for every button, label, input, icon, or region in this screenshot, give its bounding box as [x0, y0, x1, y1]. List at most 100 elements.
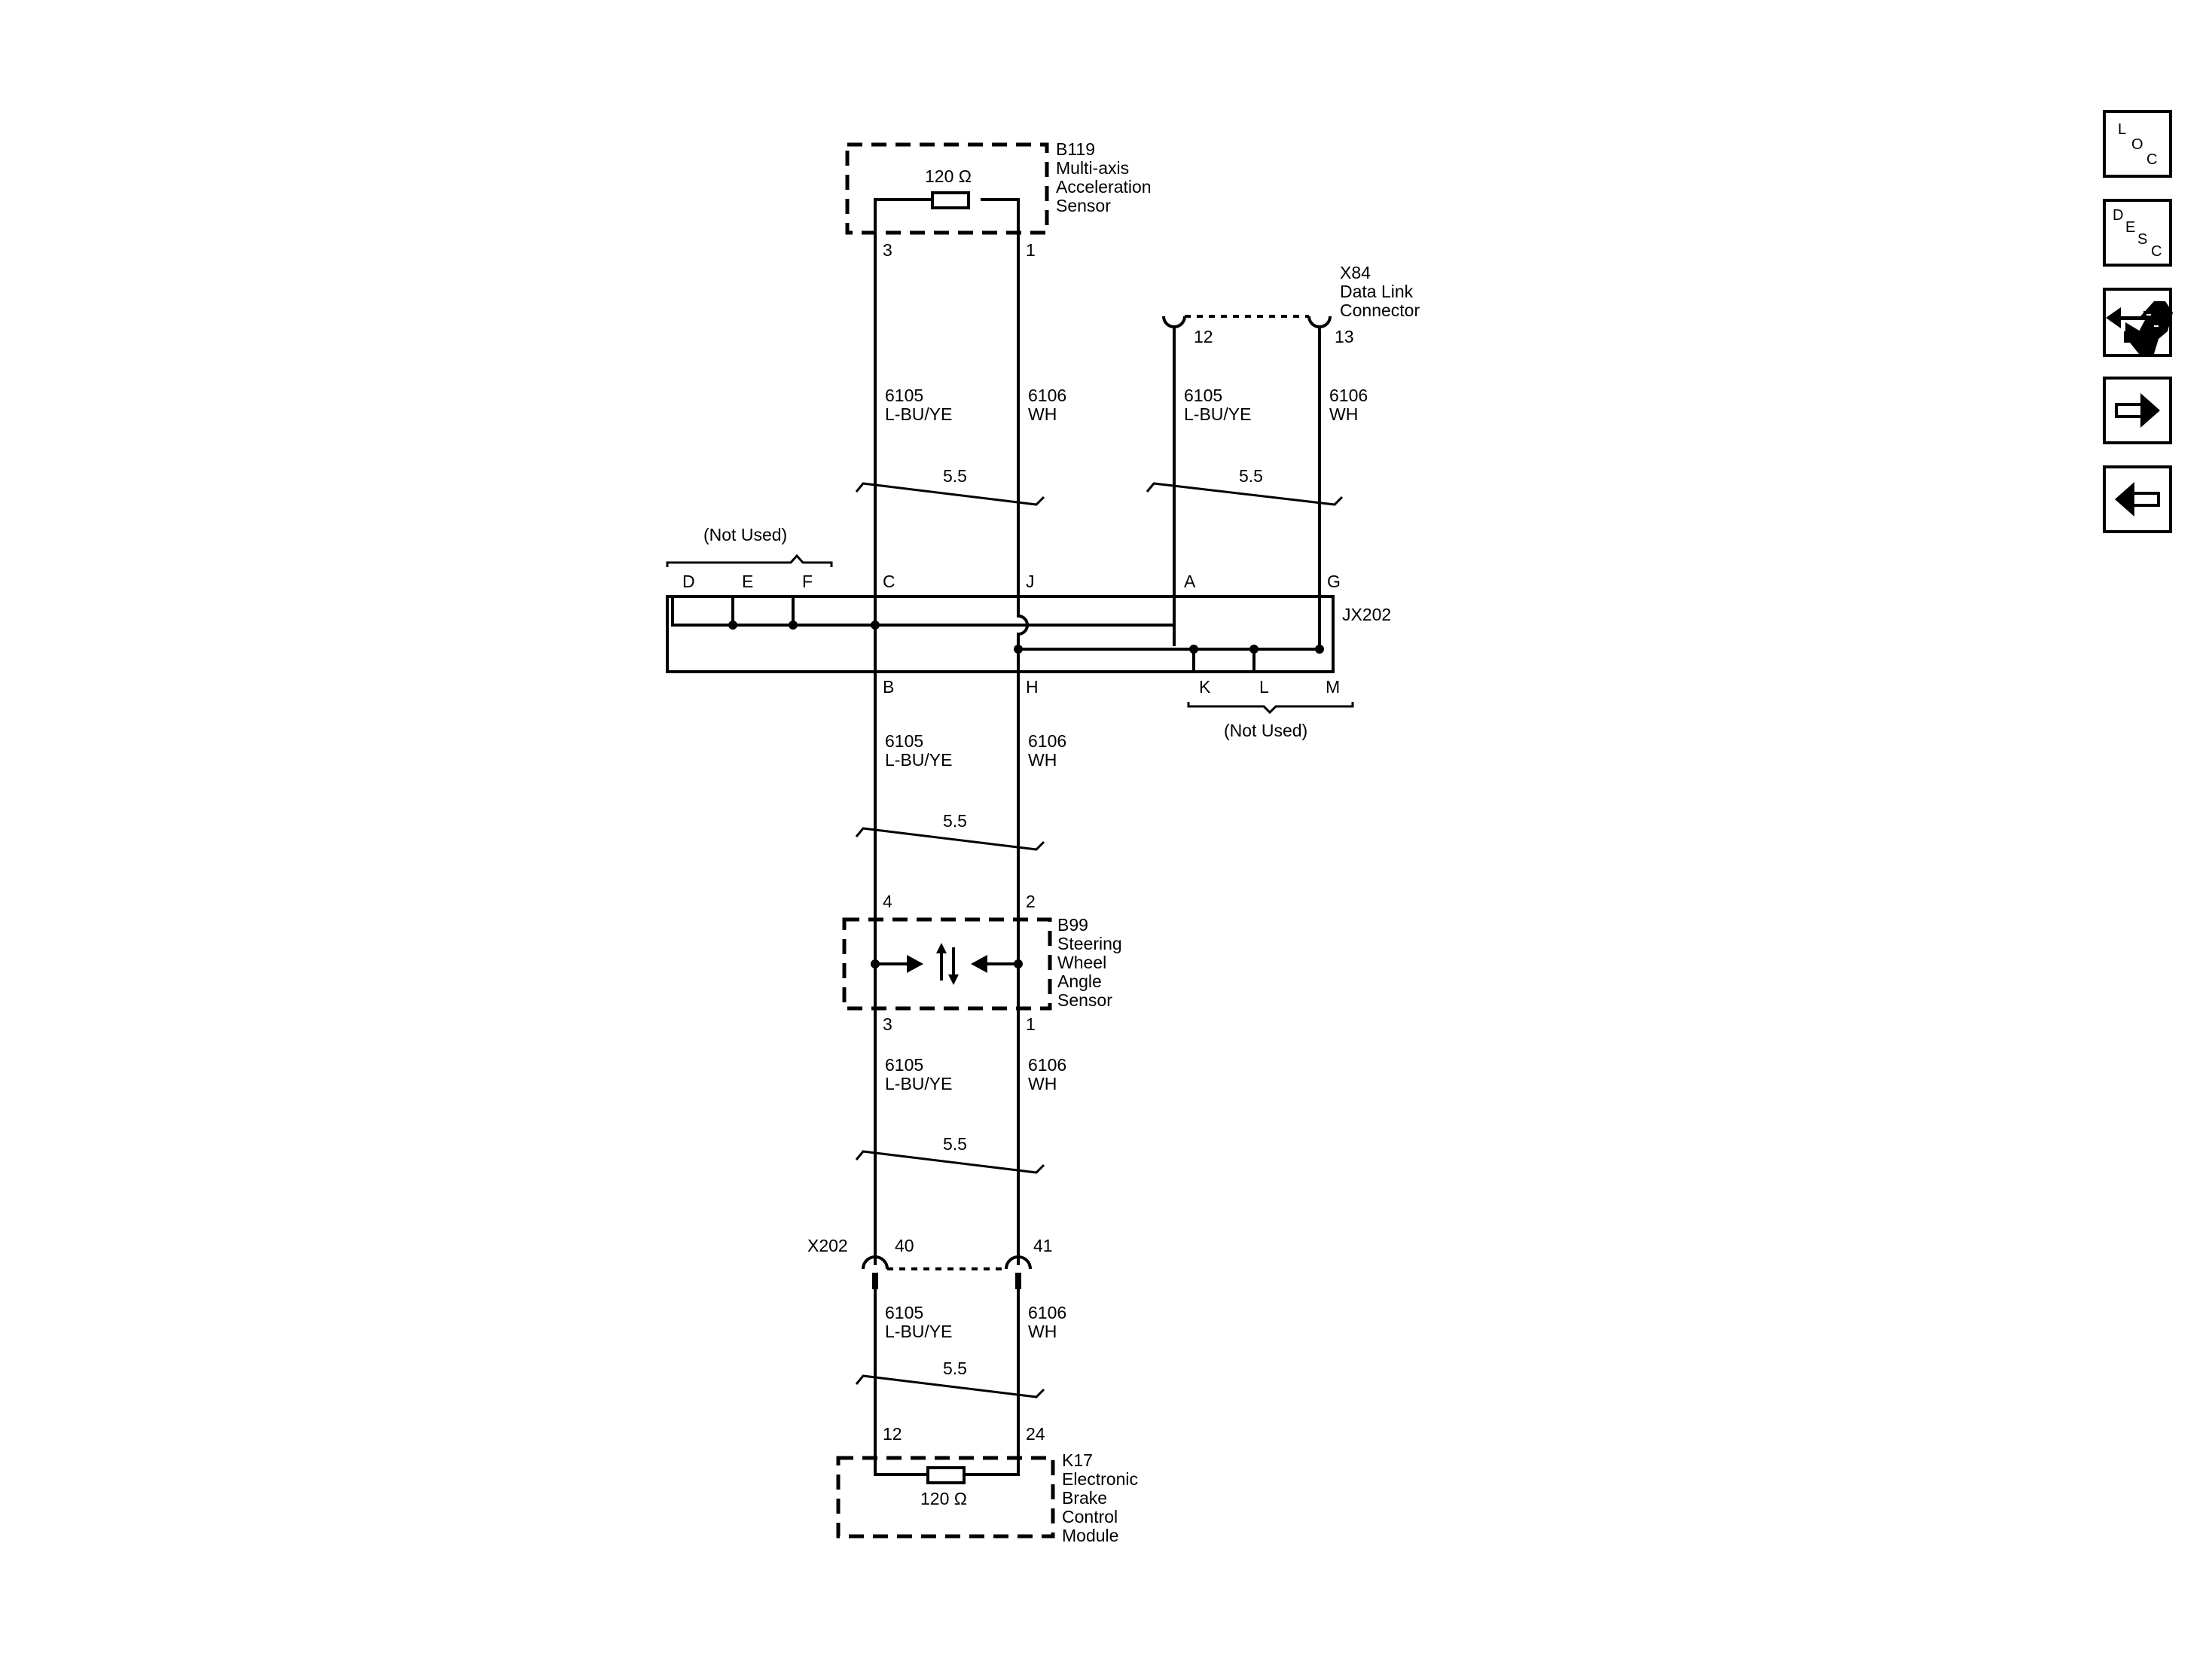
k17-id: K17 [1062, 1450, 1093, 1470]
seg4-twist-symbol [855, 1374, 1045, 1398]
dlc-twist-value: 5.5 [1239, 466, 1263, 486]
jx202-node-g [1315, 645, 1324, 654]
seg4-right-color: WH [1028, 1322, 1057, 1341]
x202-id: X202 [807, 1236, 848, 1255]
x84-pin-13-cup [1307, 316, 1332, 328]
b119-resistor-value: 120 Ω [925, 166, 972, 186]
jx202-node-k [1189, 645, 1198, 654]
x84-pin-12-cup [1162, 316, 1186, 328]
b99-pin-1: 1 [1026, 1014, 1036, 1034]
desc-letter-s: S [2137, 231, 2147, 248]
loc-letter-o: O [2131, 136, 2143, 153]
jx202-not-used-bottom: (Not Used) [1224, 721, 1307, 740]
jx202-node-f [789, 621, 798, 630]
b99-pin-4: 4 [883, 892, 892, 911]
seg1-twist-value: 5.5 [943, 466, 967, 486]
dlc-left-color: L-BU/YE [1184, 404, 1251, 424]
dlc-right-circuit: 6106 [1329, 386, 1368, 405]
dlc-right-color: WH [1329, 404, 1358, 424]
jx202-pin-b: B [883, 677, 894, 697]
b119-id: B119 [1056, 139, 1095, 159]
b99-name-line2: Wheel [1057, 953, 1106, 972]
prev-arrow-button[interactable] [2103, 465, 2172, 533]
x84-name-line1: Data Link [1340, 282, 1414, 301]
seg2-left-color: L-BU/YE [885, 750, 952, 770]
x202-connector: X202 40 41 [807, 1236, 1053, 1475]
b99-name-line1: Steering [1057, 934, 1122, 953]
jx202-pin-a: A [1184, 572, 1196, 591]
k17-resistor-value: 120 Ω [920, 1489, 967, 1508]
x202-pin-41: 41 [1033, 1236, 1053, 1255]
jx202-node-e [728, 621, 737, 630]
loc-button[interactable]: L O C [2103, 110, 2172, 178]
jx202-node-l [1249, 645, 1259, 654]
jx202-pin-d: D [682, 572, 695, 591]
x202-pin-41-cup [1005, 1255, 1032, 1270]
jx202-pin-e: E [742, 572, 753, 591]
k17-pin-24: 24 [1026, 1424, 1045, 1444]
b119-dashed-box [845, 142, 1049, 235]
x84-id: X84 [1340, 263, 1371, 282]
bidirectional-data-icon [875, 943, 1018, 985]
seg1-left-circuit: 6105 [885, 386, 923, 405]
k17-internal-wire [874, 1461, 1020, 1476]
jx202-pin-g: G [1327, 572, 1341, 591]
b99-pin-2: 2 [1026, 892, 1036, 911]
desc-button[interactable]: D E S C [2103, 199, 2172, 267]
x202-pin-40: 40 [895, 1236, 914, 1255]
b99-name-line3: Angle [1057, 971, 1102, 991]
jx202-pin-h: H [1026, 677, 1039, 697]
b99-dashed-box [842, 917, 1052, 1011]
connector-info-button[interactable] [2103, 288, 2173, 357]
k17-name-line1: Electronic [1062, 1469, 1138, 1489]
seg4-twist-value: 5.5 [943, 1359, 967, 1378]
b99-sensor: 4 2 B99 Steering Wheel Angle Sensor 3 1 [842, 892, 1122, 1034]
dlc-left-circuit: 6105 [1184, 386, 1222, 405]
seg2-right-color: WH [1028, 750, 1057, 770]
seg2-right-circuit: 6106 [1028, 731, 1066, 751]
jx202-pin-c: C [883, 572, 895, 591]
segment-x202-k17: 6105 L-BU/YE 6106 WH 5.5 [855, 1303, 1066, 1398]
k17-resistor-symbol [926, 1466, 966, 1484]
jx202-node-j [1014, 645, 1023, 654]
seg3-left-color: L-BU/YE [885, 1074, 952, 1093]
jx202-pin-m: M [1326, 677, 1340, 697]
b119-pin-3: 3 [883, 240, 892, 260]
wire-6106-main [1017, 200, 1029, 1265]
seg4-left-color: L-BU/YE [885, 1322, 952, 1341]
x202-pin-41-terminal [1015, 1273, 1021, 1289]
jx202-bus-6106 [1018, 646, 1321, 651]
x202-pin-40-terminal [872, 1273, 878, 1289]
jx202-id: JX202 [1342, 605, 1391, 624]
x84-pin-13: 13 [1335, 327, 1354, 346]
jx202-pin-f: F [802, 572, 813, 591]
jx202-pin-l: L [1259, 677, 1269, 697]
b99-name-line4: Sensor [1057, 990, 1112, 1010]
loc-letter-l: L [2118, 121, 2126, 138]
b119-name-line1: Multi-axis [1056, 158, 1129, 178]
nav-panel: L O C D E S C [2103, 110, 2173, 533]
desc-letter-e: E [2125, 219, 2135, 236]
b99-pin-3: 3 [883, 1014, 892, 1034]
jx202-pin-k: K [1199, 677, 1211, 697]
jx202-not-used-brace-top [666, 554, 833, 567]
segment-b119-jx202: 6105 L-BU/YE 6106 WH 5.5 [855, 386, 1066, 506]
seg4-left-circuit: 6105 [885, 1303, 923, 1322]
seg1-right-color: WH [1028, 404, 1057, 424]
seg3-twist-symbol [855, 1150, 1045, 1174]
x202-pin-40-cup [862, 1255, 889, 1270]
seg4-right-circuit: 6106 [1028, 1303, 1066, 1322]
jx202-node-c [871, 621, 880, 630]
next-arrow-button[interactable] [2103, 377, 2172, 444]
right-arrow-icon [2115, 393, 2160, 428]
jx202-body [666, 595, 1335, 673]
x84-pin-12: 12 [1194, 327, 1213, 346]
loc-letter-c: C [2146, 151, 2157, 168]
seg1-twist-symbol [855, 482, 1045, 506]
segment-jx202-b99: 6105 L-BU/YE 6106 WH 5.5 [855, 731, 1066, 851]
segment-b99-x202: 6105 L-BU/YE 6106 WH 5.5 [855, 1055, 1066, 1174]
k17-module: 12 24 120 Ω K17 Electronic Brake Control… [836, 1424, 1138, 1545]
jx202-not-used-brace-bottom [1187, 702, 1354, 715]
desc-letter-d: D [2113, 207, 2123, 224]
